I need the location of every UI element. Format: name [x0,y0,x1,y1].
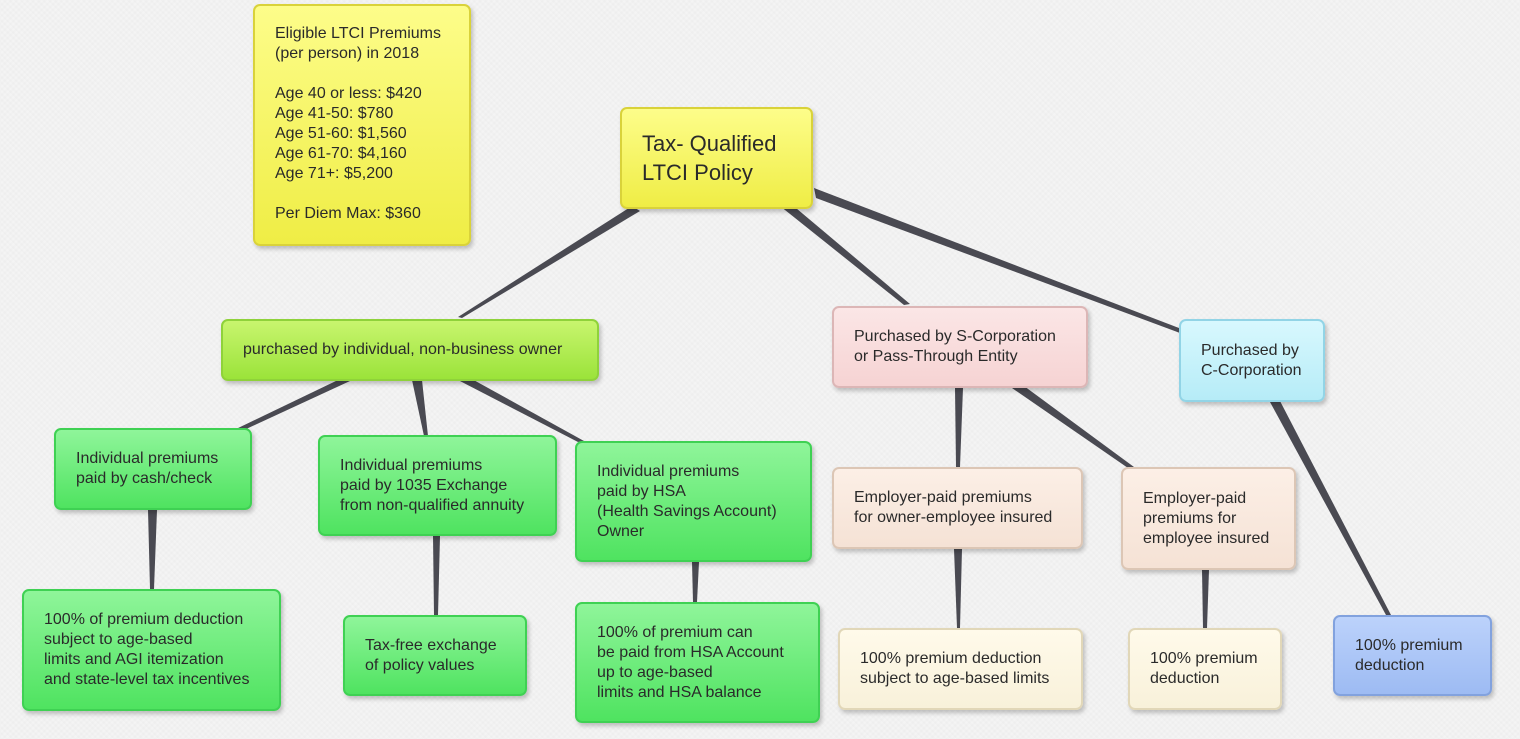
connector-employee-outcome [1202,570,1209,628]
outcome-line: subject to age-based limits [860,670,1050,687]
connector-root-individual [458,206,640,318]
connector-s-corp-owner [955,388,963,467]
premium-limits-spacer [275,184,449,204]
node-c-corporation[interactable]: Purchased by C-Corporation [1179,319,1325,402]
connector-individual-1035 [412,380,428,436]
premium-limits-box: Eligible LTCI Premiums (per person) in 2… [253,4,471,246]
connector-individual-cash [236,380,350,430]
node-line: or Pass-Through Entity [854,348,1018,365]
premium-limits-line: (per person) in 2018 [275,45,420,62]
outcome-owner-employee[interactable]: 100% premium deduction subject to age-ba… [838,628,1083,710]
outcome-cash-check[interactable]: 100% of premium deduction subject to age… [22,589,281,711]
outcome-line: and state-level tax incentives [44,671,250,688]
outcome-employee-insured[interactable]: 100% premium deduction [1128,628,1282,710]
outcome-c-corporation[interactable]: 100% premium deduction [1333,615,1492,696]
connector-root-c-corp [814,188,1180,333]
node-line: (Health Savings Account) [597,502,777,520]
premium-limits-line: Per Diem Max: $360 [275,205,421,222]
premium-limits-line: Age 40 or less: $420 [275,85,422,102]
outcome-line: deduction [1355,656,1425,674]
outcome-hsa[interactable]: 100% of premium can be paid from HSA Acc… [575,602,820,723]
node-line: Purchased by S-Corporation [854,328,1056,345]
root-node-line: Tax- Qualified [642,131,777,156]
node-label: purchased by individual, non-business ow… [243,341,563,358]
node-line: C-Corporation [1201,361,1302,379]
node-line: premiums for [1143,509,1237,527]
outcome-line: Tax-free exchange [365,636,497,654]
node-s-corporation[interactable]: Purchased by S-Corporation or Pass-Throu… [832,306,1088,388]
connector-cash-outcome [148,510,157,589]
node-individual-owner[interactable]: purchased by individual, non-business ow… [221,319,599,381]
connector-s-corp-employee [1012,386,1134,468]
outcome-line: 100% premium deduction [860,650,1042,667]
outcome-line: up to age-based [597,663,713,681]
node-individual-1035-exchange[interactable]: Individual premiums paid by 1035 Exchang… [318,435,557,536]
node-line: Purchased by [1201,341,1299,359]
node-employee-insured[interactable]: Employer-paid premiums for employee insu… [1121,467,1296,570]
node-line: from non-qualified annuity [340,496,525,514]
connector-root-s-corp [780,203,910,305]
node-line: paid by HSA [597,482,686,500]
node-line: Individual premiums [340,456,483,474]
node-line: Individual premiums [597,462,740,480]
node-line: Individual premiums [76,450,219,467]
outcome-line: deduction [1150,670,1220,687]
node-individual-cash-check[interactable]: Individual premiums paid by cash/check [54,428,252,510]
node-line: for owner-employee insured [854,509,1053,526]
outcome-line: limits and HSA balance [597,683,762,701]
node-owner-employee[interactable]: Employer-paid premiums for owner-employe… [832,467,1083,549]
connector-owner-outcome [954,549,962,628]
premium-limits-line: Age 51-60: $1,560 [275,125,407,142]
root-node-line: LTCI Policy [642,160,753,185]
premium-limits-line: Age 61-70: $4,160 [275,145,407,162]
outcome-1035-exchange[interactable]: Tax-free exchange of policy values [343,615,527,696]
node-line: Employer-paid premiums [854,489,1032,506]
premium-limits-spacer [275,64,449,84]
node-individual-hsa[interactable]: Individual premiums paid by HSA (Health … [575,441,812,562]
outcome-line: of policy values [365,656,475,674]
outcome-line: 100% of premium deduction [44,611,244,628]
outcome-line: 100% premium [1150,650,1258,667]
outcome-line: be paid from HSA Account [597,643,784,661]
node-line: paid by 1035 Exchange [340,476,508,494]
connector-c-corp-outcome [1270,401,1391,615]
premium-limits-line: Age 41-50: $780 [275,105,394,122]
node-line: employee insured [1143,529,1270,547]
node-line: Owner [597,522,645,540]
premium-limits-line: Age 71+: $5,200 [275,165,393,182]
connector-hsa-outcome [692,562,699,602]
connector-1035-outcome [433,536,440,615]
outcome-line: 100% of premium can [597,623,753,641]
node-line: paid by cash/check [76,470,213,487]
root-node-tax-qualified-ltci-policy[interactable]: Tax- Qualified LTCI Policy [620,107,813,209]
outcome-line: 100% premium [1355,636,1463,654]
premium-limits-line: Eligible LTCI Premiums [275,25,441,42]
node-line: Employer-paid [1143,489,1247,507]
outcome-line: limits and AGI itemization [44,651,224,668]
connector-individual-hsa [458,378,584,442]
outcome-line: subject to age-based [44,631,193,648]
